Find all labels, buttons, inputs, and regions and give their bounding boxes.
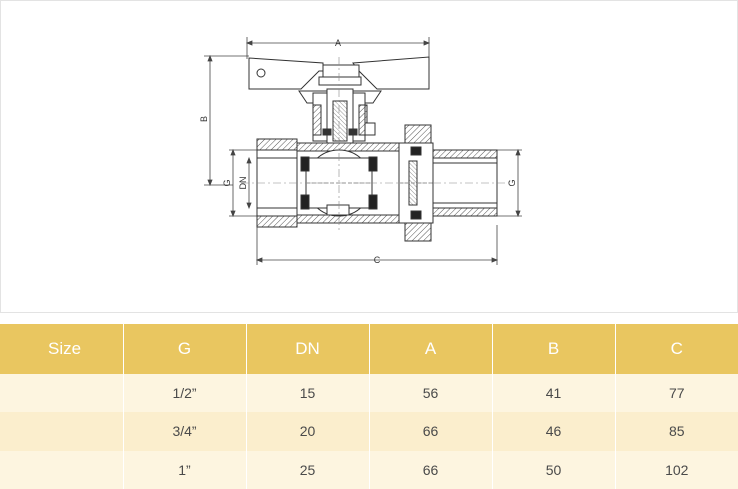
dimension-c — [255, 225, 499, 265]
cell-a: 66 — [369, 450, 493, 489]
header-g: G — [123, 324, 247, 374]
cell-size — [0, 374, 124, 413]
cell-g: 3/4” — [123, 412, 247, 451]
dimension-b — [204, 54, 249, 187]
valve-body — [256, 138, 406, 228]
header-dn: DN — [246, 324, 370, 374]
cell-a: 56 — [369, 374, 493, 413]
dim-a-label: A — [335, 38, 341, 48]
dim-g-right-label: G — [507, 179, 517, 186]
cell-b: 50 — [492, 450, 616, 489]
dimension-a — [245, 37, 431, 59]
table-row: 1/2” 15 56 41 77 — [0, 374, 738, 413]
cell-c: 85 — [615, 412, 738, 451]
dim-c-label: C — [374, 255, 381, 265]
header-a: A — [369, 324, 493, 374]
dim-b-label: B — [199, 116, 209, 122]
cell-dn: 20 — [246, 412, 370, 451]
cell-c: 102 — [615, 450, 738, 489]
spec-table: Size G DN A B C 1/2” 15 56 41 77 3/4” 20… — [0, 324, 738, 489]
dimension-g-left — [229, 148, 257, 218]
table-row: 1” 25 66 50 102 — [0, 450, 738, 489]
cell-dn: 25 — [246, 450, 370, 489]
cell-size — [0, 450, 124, 489]
cell-dn: 15 — [246, 374, 370, 413]
cell-g: 1” — [123, 450, 247, 489]
technical-drawing: A B G DN — [0, 0, 738, 313]
spec-table-header-row: Size G DN A B C — [0, 324, 738, 374]
header-size: Size — [0, 324, 124, 374]
cell-a: 66 — [369, 412, 493, 451]
ball-valve-diagram: A B G DN — [199, 37, 522, 265]
cell-c: 77 — [615, 374, 738, 413]
cell-b: 41 — [492, 374, 616, 413]
header-c: C — [615, 324, 738, 374]
dim-g-left-label: G — [222, 179, 232, 186]
cell-g: 1/2” — [123, 374, 247, 413]
dimension-g-right — [497, 148, 522, 218]
cell-size — [0, 412, 124, 451]
header-b: B — [492, 324, 616, 374]
cell-b: 46 — [492, 412, 616, 451]
table-row: 3/4” 20 66 46 85 — [0, 412, 738, 451]
